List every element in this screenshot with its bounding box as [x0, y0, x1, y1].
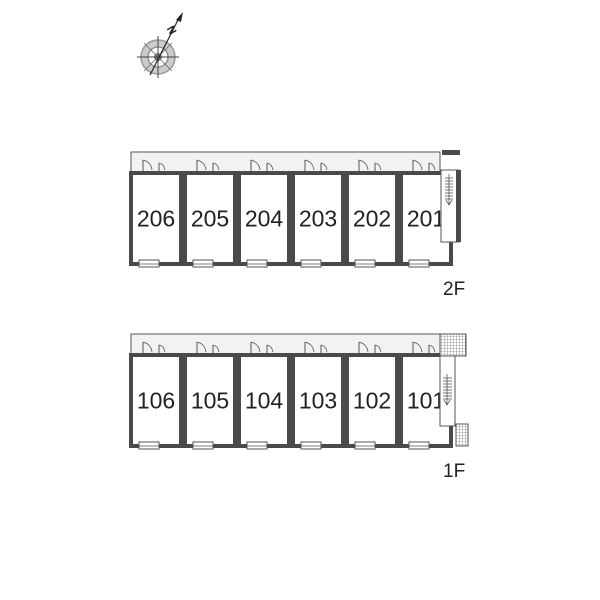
window-icon — [246, 259, 268, 268]
room-number: 202 — [353, 206, 391, 232]
room-102: 102 — [345, 341, 399, 450]
door-icon — [250, 341, 274, 353]
room-number: 105 — [191, 388, 229, 414]
window-icon — [300, 259, 322, 268]
door-icon — [142, 341, 166, 353]
door-icon — [196, 159, 220, 171]
north-arrow-icon — [149, 15, 181, 76]
room-number: 201 — [407, 206, 445, 232]
room-number: 206 — [137, 206, 175, 232]
corridor — [130, 333, 441, 355]
window-icon — [192, 259, 214, 268]
window-icon — [354, 259, 376, 268]
room-number: 103 — [299, 388, 337, 414]
door-icon — [358, 341, 382, 353]
room-206: 206 — [129, 159, 183, 268]
door-icon — [412, 341, 436, 353]
room-number: 106 — [137, 388, 175, 414]
door-icon — [250, 159, 274, 171]
room-number: 203 — [299, 206, 337, 232]
staircase — [439, 333, 469, 447]
staircase — [440, 150, 461, 243]
room-104: 104 — [237, 341, 291, 450]
room-number: 104 — [245, 388, 284, 414]
room-203: 203 — [291, 159, 345, 268]
window-icon — [138, 259, 160, 268]
room-204: 204 — [237, 159, 291, 268]
window-icon — [408, 441, 430, 450]
door-icon — [196, 341, 220, 353]
door-icon — [358, 159, 382, 171]
compass-icon: N — [137, 12, 183, 78]
corridor — [130, 151, 441, 173]
floors-layer: 206 205 204 203 202 201 2F 106 105 104 103 102 101 1F — [129, 150, 469, 482]
room-number: 102 — [353, 388, 391, 414]
door-icon — [304, 159, 328, 171]
window-icon — [192, 441, 214, 450]
floor-2f: 206 205 204 203 202 201 2F — [129, 150, 465, 300]
window-icon — [246, 441, 268, 450]
room-number: 205 — [191, 206, 229, 232]
room-105: 105 — [183, 341, 237, 450]
room-number: 101 — [407, 388, 445, 414]
window-icon — [138, 441, 160, 450]
floor-1f: 106 105 104 103 102 101 1F — [129, 333, 469, 482]
door-icon — [304, 341, 328, 353]
room-205: 205 — [183, 159, 237, 268]
room-106: 106 — [129, 341, 183, 450]
room-103: 103 — [291, 341, 345, 450]
door-icon — [142, 159, 166, 171]
window-icon — [354, 441, 376, 450]
room-number: 204 — [245, 206, 284, 232]
floor-label: 1F — [443, 461, 465, 482]
window-icon — [408, 259, 430, 268]
floor-label: 2F — [443, 279, 465, 300]
room-202: 202 — [345, 159, 399, 268]
door-icon — [412, 159, 436, 171]
north-letter: N — [164, 24, 178, 37]
window-icon — [300, 441, 322, 450]
